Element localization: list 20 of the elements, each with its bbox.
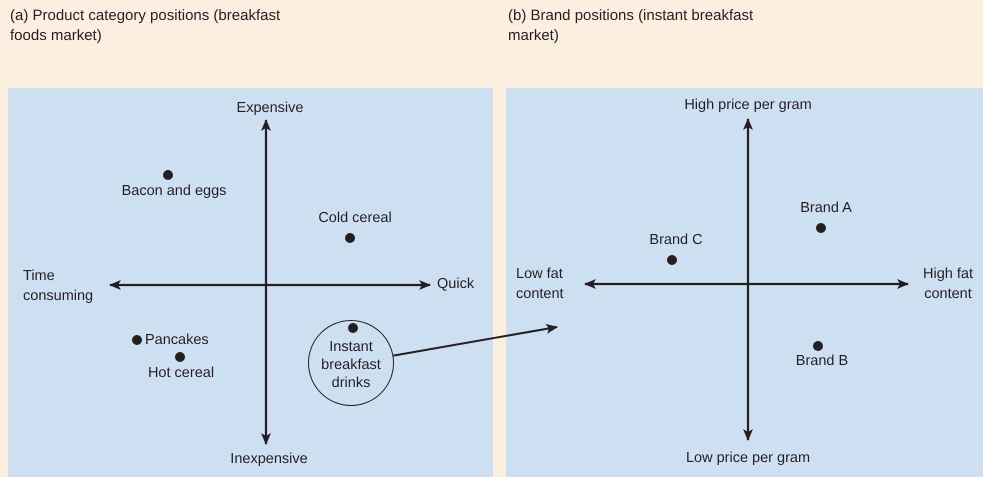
axis-label: Inexpensive: [230, 450, 308, 469]
axis-label: High price per gram: [684, 96, 812, 115]
panel-heading: (b) Brand positions (instant breakfast market): [508, 6, 754, 46]
highlight-circle: [308, 320, 394, 406]
item-label: Instant breakfast drinks: [320, 338, 382, 392]
item-label: Brand C: [649, 231, 703, 250]
item-label: Hot cereal: [148, 364, 214, 383]
axis-label: Low price per gram: [686, 449, 810, 468]
item-label: Brand A: [800, 199, 852, 218]
item-label: Brand B: [796, 352, 848, 371]
item-label: Cold cereal: [318, 209, 392, 228]
item-label: Pancakes: [145, 331, 209, 350]
axis-label: Low fat content: [516, 265, 565, 304]
axis-label: Quick: [437, 275, 474, 294]
axis-label: Time consuming: [23, 267, 94, 306]
axis-label: High fat content: [922, 265, 974, 304]
item-label: Bacon and eggs: [122, 182, 226, 201]
arrow: [393, 324, 558, 357]
axis-label: Expensive: [236, 99, 304, 118]
panel-heading: (a) Product category positions (breakfast foods market): [10, 6, 282, 46]
